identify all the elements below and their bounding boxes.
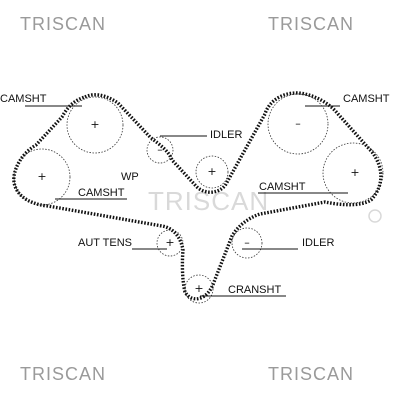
label-crankshaft: CRANSHT: [228, 284, 281, 296]
pulley-signs: + + – + – + + – +: [37, 117, 359, 295]
camshaft-left-pulley: [13, 148, 71, 206]
brand-bottom-left: TRISCAN: [20, 364, 106, 384]
component-labels: CAMSHT CAMSHT IDLER WP CAMSHT CAMSHT AUT…: [0, 93, 390, 296]
water-pump-sign: +: [207, 165, 216, 178]
auto-tensioner-sign: +: [165, 236, 174, 249]
auto-tensioner-pulley: [156, 229, 184, 257]
idler-bottom-pulley: [231, 227, 263, 259]
label-camshaft-top-right: CAMSHT: [343, 93, 390, 105]
label-camshaft-top-left: CAMSHT: [0, 93, 47, 105]
camshaft-top-right-sign: –: [295, 117, 301, 130]
water-pump-pulley: [195, 155, 229, 189]
brand-top-right: TRISCAN: [268, 14, 354, 34]
label-water-pump: WP: [121, 171, 139, 183]
crankshaft-pulley: [184, 274, 214, 304]
watermark-logo: TRISCAN: [148, 186, 382, 223]
camshaft-left-sign: +: [37, 170, 46, 183]
camshaft-top-left-pulley: [66, 96, 124, 154]
idler-bottom-sign: –: [244, 236, 250, 249]
camshaft-top-right-pulley: [267, 93, 329, 155]
label-idler-top: IDLER: [210, 129, 242, 141]
registered-mark-icon: [368, 209, 382, 223]
crankshaft-sign: +: [194, 282, 203, 295]
label-auto-tensioner: AUT TENS: [78, 237, 132, 249]
brand-bottom-right: TRISCAN: [268, 364, 354, 384]
timing-belt: [12, 91, 383, 301]
brand-top-left: TRISCAN: [20, 14, 106, 34]
pulleys: [13, 93, 384, 304]
idler-top-sign: –: [157, 143, 163, 156]
label-camshaft-mid-right: CAMSHT: [259, 181, 306, 193]
camshaft-top-left-sign: +: [90, 118, 99, 131]
watermark-text: TRISCAN: [148, 186, 269, 216]
camshaft-right-pulley: [322, 142, 384, 204]
leader-lines: [25, 105, 348, 297]
camshaft-right-sign: +: [350, 166, 359, 179]
idler-top-pulley: [146, 136, 174, 164]
label-idler-bottom: IDLER: [302, 237, 334, 249]
label-camshaft-mid-left: CAMSHT: [78, 187, 125, 199]
